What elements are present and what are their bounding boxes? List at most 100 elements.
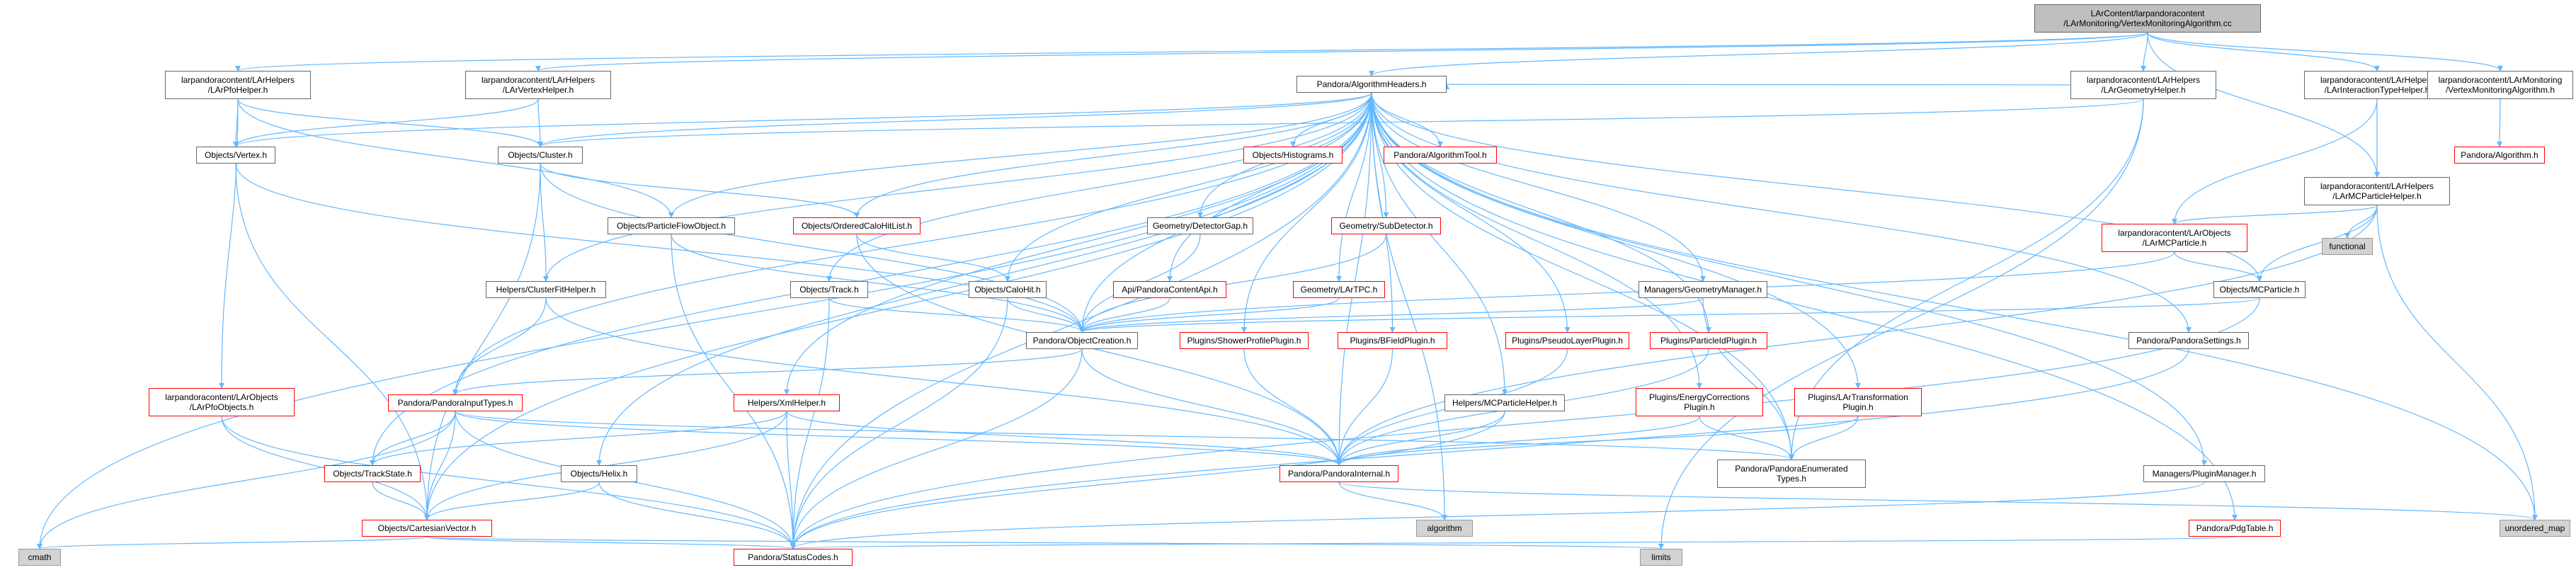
edge-mcparthelper-to-mcparticle [2257, 205, 2378, 282]
node-helix[interactable]: Objects/Helix.h [561, 465, 637, 482]
node-clusterfit[interactable]: Helpers/ClusterFitHelper.h [486, 281, 606, 298]
edge-mcphelper-to-statuscodes [790, 411, 1505, 549]
edge-energycorr-to-enumtypes [1699, 416, 1794, 460]
node-track[interactable]: Objects/Track.h [790, 281, 868, 298]
node-algheaders[interactable]: Pandora/AlgorithmHeaders.h [1296, 76, 1447, 93]
node-functional[interactable]: functional [2322, 238, 2373, 255]
edge-clusterfit-to-inputtypes [452, 297, 547, 395]
edge-pfohelper-to-pfo [237, 98, 674, 218]
edge-mcparticle-to-objcreation [1079, 297, 2260, 333]
node-xmlhelper[interactable]: Helpers/XmlHelper.h [734, 394, 840, 411]
node-subdet[interactable]: Geometry/SubDetector.h [1331, 217, 1441, 234]
edge-root-to-pfohelper [235, 32, 2148, 72]
edge-lartransform-to-enumtypes [1789, 416, 1859, 460]
node-trackstate[interactable]: Objects/TrackState.h [324, 465, 421, 482]
node-vertexhelper[interactable]: larpandoracontent/LArHelpers /LArVertexH… [465, 71, 611, 99]
edge-settings-to-statuscodes [790, 348, 2189, 549]
edge-cartvector-to-cmath [37, 536, 428, 549]
node-detgap[interactable]: Geometry/DetectorGap.h [1147, 217, 1253, 234]
edge-contentapi-to-objcreation [1079, 297, 1170, 333]
node-histograms[interactable]: Objects/Histograms.h [1243, 147, 1343, 164]
edge-algheaders-to-lartpc [1336, 92, 1372, 282]
edge-internal-to-algorithm [1338, 481, 1447, 520]
edge-algheaders-to-settings [1371, 92, 2192, 333]
node-cluster[interactable]: Objects/Cluster.h [498, 147, 583, 164]
node-geomhelper[interactable]: larpandoracontent/LArHelpers /LArGeometr… [2070, 71, 2216, 99]
node-mcphelper[interactable]: Helpers/MCParticleHelper.h [1444, 394, 1565, 411]
node-particleid[interactable]: Plugins/ParticleIdPlugin.h [1650, 332, 1767, 349]
edge-ordcalohits-to-calohit [856, 234, 1010, 282]
edge-subdet-to-objcreation [1079, 234, 1387, 333]
edge-calohit-to-statuscodes [790, 297, 1008, 549]
edge-showerprofile-to-internal [1243, 348, 1342, 466]
edge-cartvector-to-statuscodes [426, 536, 796, 549]
edge-root-to-vertexhelper [535, 32, 2148, 72]
node-lartransform[interactable]: Plugins/LArTransformation Plugin.h [1794, 388, 1922, 416]
edge-algheaders-to-pluginmgr [1371, 92, 2207, 466]
node-inputtypes[interactable]: Pandora/PandoraInputTypes.h [388, 394, 523, 411]
edge-algheaders-to-cartvector [424, 92, 1372, 520]
node-lartpc[interactable]: Geometry/LArTPC.h [1293, 281, 1385, 298]
edge-algheaders-to-geommgr [1371, 92, 1706, 282]
node-interhelper[interactable]: larpandoracontent/LArHelpers /LArInterac… [2304, 71, 2450, 99]
edge-track-to-objcreation [828, 297, 1085, 333]
node-settings[interactable]: Pandora/PandoraSettings.h [2128, 332, 2249, 349]
node-objcreation[interactable]: Pandora/ObjectCreation.h [1026, 332, 1138, 349]
edge-track-to-statuscodes [790, 297, 830, 549]
node-pluginmgr[interactable]: Managers/PluginManager.h [2143, 465, 2265, 482]
edge-cartvector-to-limits [426, 536, 1663, 549]
node-geommgr[interactable]: Managers/GeometryManager.h [1639, 281, 1767, 298]
edge-algheaders-to-pfo [668, 92, 1372, 218]
edge-algheaders-to-unordered_map [1371, 92, 2538, 520]
edge-algheaders-to-calohit [1005, 92, 1372, 282]
node-larpfoobjects[interactable]: larpandoracontent/LArObjects /LArPfoObje… [149, 388, 295, 416]
edge-pfo-to-statuscodes [671, 234, 796, 549]
node-cartvector[interactable]: Objects/CartesianVector.h [362, 520, 492, 537]
edge-root-to-mcparthelper [2147, 32, 2380, 178]
node-enumtypes[interactable]: Pandora/PandoraEnumerated Types.h [1717, 460, 1866, 488]
node-limits[interactable]: limits [1640, 549, 1682, 566]
node-energycorr[interactable]: Plugins/EnergyCorrections Plugin.h [1636, 388, 1763, 416]
edge-inputtypes-to-enumtypes [455, 411, 1794, 460]
edge-vertex-to-cartvector [235, 163, 430, 520]
edge-algheaders-to-vertex [233, 92, 1372, 147]
edge-algheaders-to-cmath [37, 92, 1372, 549]
node-algtool[interactable]: Pandora/AlgorithmTool.h [1384, 147, 1497, 164]
node-bfield[interactable]: Plugins/BFieldPlugin.h [1338, 332, 1447, 349]
node-pseudolayer[interactable]: Plugins/PseudoLayerPlugin.h [1505, 332, 1629, 349]
node-root[interactable]: LArContent/larpandoracontent /LArMonitor… [2034, 4, 2261, 33]
node-pfohelper[interactable]: larpandoracontent/LArHelpers /LArPfoHelp… [165, 71, 311, 99]
edge-objcreation-to-internal [1081, 348, 1342, 466]
edge-xmlhelper-to-trackstate [370, 411, 787, 466]
node-showerprofile[interactable]: Plugins/ShowerProfilePlugin.h [1180, 332, 1309, 349]
edge-bfield-to-internal [1336, 348, 1394, 466]
node-mcparticle[interactable]: Objects/MCParticle.h [2213, 281, 2306, 298]
edge-algheaders-to-cluster [537, 92, 1372, 147]
edge-inputtypes-to-cartvector [424, 411, 456, 520]
edge-helix-to-statuscodes [598, 481, 796, 549]
node-unordered-map[interactable]: unordered_map [2500, 520, 2570, 537]
node-vtxmonalg[interactable]: larpandoracontent/LArMonitoring /VertexM… [2427, 71, 2573, 99]
node-pandoraalg[interactable]: Pandora/Algorithm.h [2454, 147, 2545, 164]
node-statuscodes[interactable]: Pandora/StatusCodes.h [734, 549, 853, 566]
node-calohit[interactable]: Objects/CaloHit.h [969, 281, 1047, 298]
edge-lartpc-to-objcreation [1079, 297, 1340, 333]
edge-vertexhelper-to-cluster [537, 98, 543, 147]
node-contentapi[interactable]: Api/PandoraContentApi.h [1113, 281, 1226, 298]
edge-geomhelper-to-algheaders [1446, 84, 2071, 89]
edge-xmlhelper-to-internal [786, 411, 1342, 466]
node-algorithm[interactable]: algorithm [1416, 520, 1473, 537]
edge-algheaders-to-clusterfit [543, 92, 1372, 282]
node-pfo[interactable]: Objects/ParticleFlowObject.h [608, 217, 735, 234]
edge-vertexhelper-to-vertex [233, 98, 539, 147]
node-pdgtable[interactable]: Pandora/PdgTable.h [2189, 520, 2281, 537]
node-internal[interactable]: Pandora/PandoraInternal.h [1280, 465, 1398, 482]
node-vertex[interactable]: Objects/Vertex.h [196, 147, 275, 164]
edge-root-to-algheaders [1369, 32, 2148, 76]
node-cmath[interactable]: cmath [18, 549, 61, 566]
node-larmcparticle[interactable]: larpandoracontent/LArObjects /LArMCParti… [2102, 224, 2247, 252]
node-mcparthelper[interactable]: larpandoracontent/LArHelpers /LArMCParti… [2304, 177, 2450, 205]
edge-vertex-to-objcreation [235, 163, 1085, 333]
node-ordcalohits[interactable]: Objects/OrderedCaloHitList.h [793, 217, 921, 234]
